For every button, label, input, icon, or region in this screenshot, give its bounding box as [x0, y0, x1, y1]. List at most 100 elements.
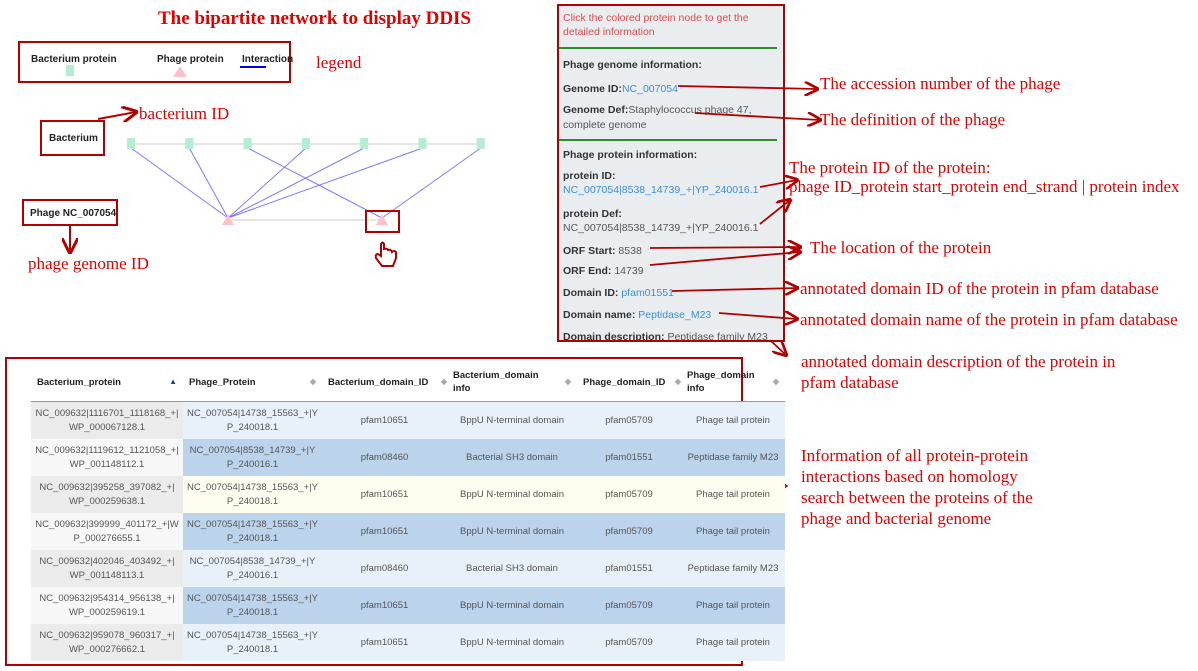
- table-annotation-3: search between the proteins of the: [801, 488, 1033, 507]
- interaction-edge: [227, 147, 365, 219]
- divider: [559, 139, 777, 141]
- table-row[interactable]: NC_009632|959078_960317_+|WP_000276662.1…: [31, 624, 785, 661]
- interaction-edge: [227, 147, 307, 219]
- bacterium-protein-node[interactable]: [360, 138, 369, 149]
- table-cell: pfam10651: [322, 624, 447, 661]
- domain-id-label: Domain ID:: [563, 287, 619, 299]
- orf-start-label: ORF Start:: [563, 245, 616, 257]
- domain-id-link[interactable]: pfam01551: [621, 287, 674, 299]
- sort-icon[interactable]: ◆: [309, 377, 316, 386]
- table-row[interactable]: NC_009632|395258_397082_+|WP_000259638.1…: [31, 476, 785, 513]
- genome-section-title: Phage genome information:: [563, 59, 702, 71]
- location-annotation: The location of the protein: [810, 238, 992, 257]
- sort-icon[interactable]: ◆: [564, 377, 571, 386]
- table-cell: Phage tail protein: [681, 624, 785, 661]
- table-cell: pfam10651: [322, 401, 447, 439]
- table-cell: BppU N-terminal domain: [447, 476, 577, 513]
- table-row[interactable]: NC_009632|1119612_1121058_+|WP_001148112…: [31, 439, 785, 476]
- legend-phage-label: Phage protein: [157, 54, 224, 65]
- domain-id-annotation: annotated domain ID of the protein in pf…: [800, 279, 1159, 298]
- table-cell: pfam01551: [577, 439, 681, 476]
- table-cell: pfam01551: [577, 550, 681, 587]
- table-cell: pfam05709: [577, 624, 681, 661]
- phage-protein-node[interactable]: [222, 214, 234, 225]
- domain-desc-label: Domain description:: [563, 331, 665, 342]
- bipartite-network: [0, 100, 485, 280]
- legend-box: [18, 41, 291, 83]
- table-cell: NC_009632|402046_403492_+|WP_001148113.1: [31, 550, 183, 587]
- legend-bacterium-swatch: [66, 65, 74, 76]
- column-header-bacterium-protein[interactable]: Bacterium_protein▲: [31, 363, 183, 402]
- protein-info-panel: Click the colored protein node to get th…: [557, 4, 785, 342]
- sort-icon[interactable]: ◆: [772, 377, 779, 386]
- table-cell: BppU N-terminal domain: [447, 401, 577, 439]
- column-header-bacterium-domain-id[interactable]: Bacterium_domain_ID◆: [322, 363, 447, 402]
- table-cell: Bacterial SH3 domain: [447, 439, 577, 476]
- domain-name-link[interactable]: Peptidase_M23: [638, 309, 712, 321]
- interaction-table: Bacterium_protein▲ Phage_Protein◆ Bacter…: [31, 363, 785, 661]
- table-cell: NC_009632|395258_397082_+|WP_000259638.1: [31, 476, 183, 513]
- domain-name-annotation: annotated domain name of the protein in …: [800, 310, 1178, 329]
- sort-ascending-icon[interactable]: ▲: [169, 377, 177, 386]
- protein-def-label: protein Def:: [563, 208, 622, 220]
- column-header-phage-domain-info[interactable]: Phage_domain info◆: [681, 363, 785, 402]
- table-cell: NC_007054|14738_15563_+|YP_240018.1: [183, 401, 322, 439]
- table-cell: Phage tail protein: [681, 401, 785, 439]
- table-cell: Bacterial SH3 domain: [447, 550, 577, 587]
- domain-desc-value: Peptidase family M23: [667, 331, 768, 342]
- table-annotation-1: Information of all protein-protein: [801, 446, 1029, 465]
- domain-name-label: Domain name:: [563, 309, 636, 321]
- table-cell: NC_009632|954314_956138_+|WP_000259619.1: [31, 587, 183, 624]
- bacterium-protein-node[interactable]: [127, 138, 135, 149]
- table-cell: NC_009632|399999_401172_+|WP_000276655.1: [31, 513, 183, 550]
- table-cell: NC_007054|14738_15563_+|YP_240018.1: [183, 587, 322, 624]
- protein-id-annotation-1: The protein ID of the protein:: [789, 158, 991, 177]
- bacterium-protein-node[interactable]: [301, 138, 310, 149]
- bacterium-protein-node[interactable]: [243, 138, 252, 149]
- table-cell: pfam05709: [577, 401, 681, 439]
- table-header-row: Bacterium_protein▲ Phage_Protein◆ Bacter…: [31, 363, 785, 402]
- panel-hint: Click the colored protein node to get th…: [563, 12, 749, 38]
- sort-icon[interactable]: ◆: [440, 377, 447, 386]
- table-cell: BppU N-terminal domain: [447, 587, 577, 624]
- bacterium-protein-node[interactable]: [185, 138, 194, 149]
- protein-id-annotation-2: phage ID_protein start_protein end_stran…: [789, 177, 1180, 196]
- accession-annotation: The accession number of the phage: [820, 74, 1061, 93]
- legend-bacterium-label: Bacterium protein: [31, 54, 117, 65]
- table-row[interactable]: NC_009632|399999_401172_+|WP_000276655.1…: [31, 513, 785, 550]
- interaction-edge: [247, 147, 383, 219]
- legend-phage-triangle: [173, 66, 187, 77]
- phage-genome-annotation: phage genome ID: [28, 254, 149, 273]
- table-cell: Phage tail protein: [681, 587, 785, 624]
- table-cell: NC_007054|14738_15563_+|YP_240018.1: [183, 624, 322, 661]
- table-cell: NC_007054|8538_14739_+|YP_240016.1: [183, 439, 322, 476]
- genome-def-value: Staphylococcus phage 47, complete genome: [563, 104, 752, 131]
- orf-start-value: 8538: [618, 245, 642, 257]
- page-title: The bipartite network to display DDIS: [158, 8, 471, 29]
- table-row[interactable]: NC_009632|1116701_1118168_+|WP_000067128…: [31, 401, 785, 439]
- column-header-phage-domain-id[interactable]: Phage_domain_ID◆: [577, 363, 681, 402]
- table-cell: pfam10651: [322, 476, 447, 513]
- table-cell: pfam08460: [322, 550, 447, 587]
- bacterium-node-label: Bacterium: [49, 133, 98, 144]
- legend-interaction-label: Interaction: [242, 54, 294, 65]
- bacterium-protein-node[interactable]: [418, 138, 427, 149]
- table-annotation-4: phage and bacterial genome: [801, 509, 992, 528]
- table-row[interactable]: NC_009632|402046_403492_+|WP_001148113.1…: [31, 550, 785, 587]
- bacterium-id-arrow: [97, 112, 136, 119]
- protein-id-link[interactable]: NC_007054|8538_14739_+|YP_240016.1: [563, 184, 759, 196]
- column-header-phage-protein[interactable]: Phage_Protein◆: [183, 363, 322, 402]
- genome-id-link[interactable]: NC_007054: [621, 83, 678, 95]
- phage-protein-node[interactable]: [376, 214, 388, 225]
- table-cell: NC_009632|1119612_1121058_+|WP_001148112…: [31, 439, 183, 476]
- bacterium-protein-node[interactable]: [476, 138, 485, 149]
- interaction-edge: [130, 147, 229, 219]
- hand-cursor-icon: [374, 241, 397, 267]
- table-cell: NC_007054|14738_15563_+|YP_240018.1: [183, 513, 322, 550]
- legend-interaction-line: [240, 66, 266, 68]
- sort-icon[interactable]: ◆: [674, 377, 681, 386]
- table-row[interactable]: NC_009632|954314_956138_+|WP_000259619.1…: [31, 587, 785, 624]
- table-cell: NC_007054|14738_15563_+|YP_240018.1: [183, 476, 322, 513]
- column-header-bacterium-domain-info[interactable]: Bacterium_domain info◆: [447, 363, 577, 402]
